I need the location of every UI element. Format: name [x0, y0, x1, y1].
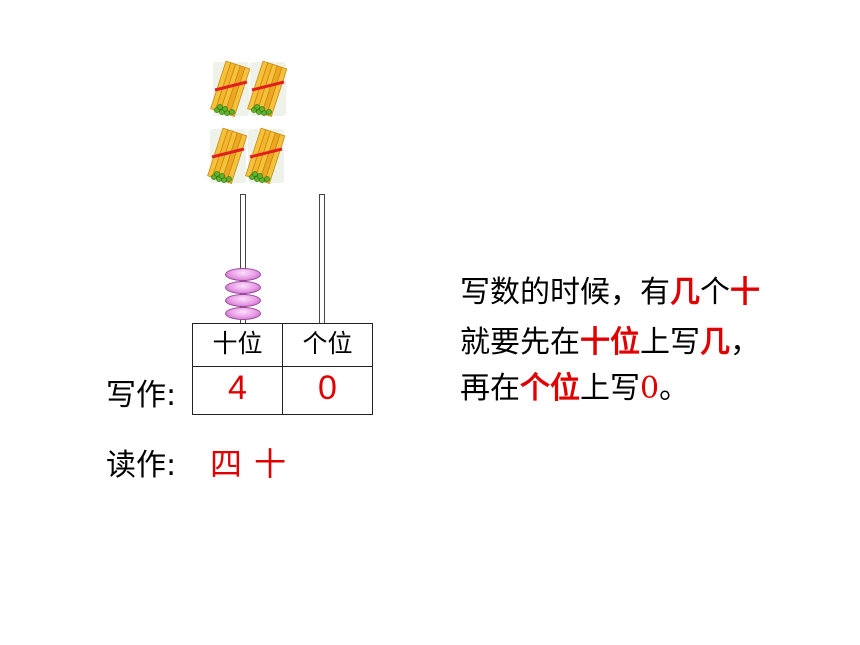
rule-zero: 0: [640, 371, 660, 406]
stick-bundle-4: [244, 126, 287, 185]
write-label: 写作:: [106, 378, 177, 413]
tens-bead: [225, 268, 261, 281]
tens-bead: [225, 281, 261, 294]
tens-bead: [225, 294, 261, 307]
rule-emphasis: 十: [730, 275, 760, 310]
stick-bundle-1: [209, 59, 252, 118]
tens-place-header: 十位: [212, 329, 263, 358]
rule-line-3: 再在个位上写0。: [460, 369, 689, 409]
rule-line-2: 就要先在十位上写几，: [460, 323, 760, 363]
rule-emphasis: 十位: [580, 325, 640, 360]
read-value: 四十: [210, 445, 299, 483]
rule-text: 再在: [460, 371, 520, 406]
rule-text: 。: [659, 371, 690, 406]
place-value-table: 十位 个位 4 0: [192, 323, 373, 415]
read-label: 读作:: [106, 448, 177, 483]
rule-text: 个: [700, 275, 730, 310]
stick-bundle-2: [246, 59, 289, 118]
ones-rod: [319, 194, 325, 324]
table-divider-horizontal: [193, 366, 372, 367]
stick-bundle-3: [206, 126, 249, 185]
rule-emphasis: 几: [700, 325, 730, 360]
rule-line-1: 写数的时候，有几个十: [460, 273, 760, 313]
tens-bead: [225, 307, 261, 320]
rule-text: 就要先在: [460, 325, 580, 360]
rule-text: ，: [730, 325, 760, 360]
rule-text: 上写: [640, 325, 700, 360]
rule-emphasis: 几: [670, 275, 700, 310]
table-divider-vertical: [282, 324, 283, 414]
ones-place-header: 个位: [302, 329, 353, 358]
tens-digit: 4: [228, 369, 247, 407]
rule-emphasis: 个位: [520, 371, 580, 406]
rule-text: 上写: [580, 371, 640, 406]
rule-text: 写数的时候，有: [460, 275, 670, 310]
ones-digit: 0: [318, 369, 337, 407]
